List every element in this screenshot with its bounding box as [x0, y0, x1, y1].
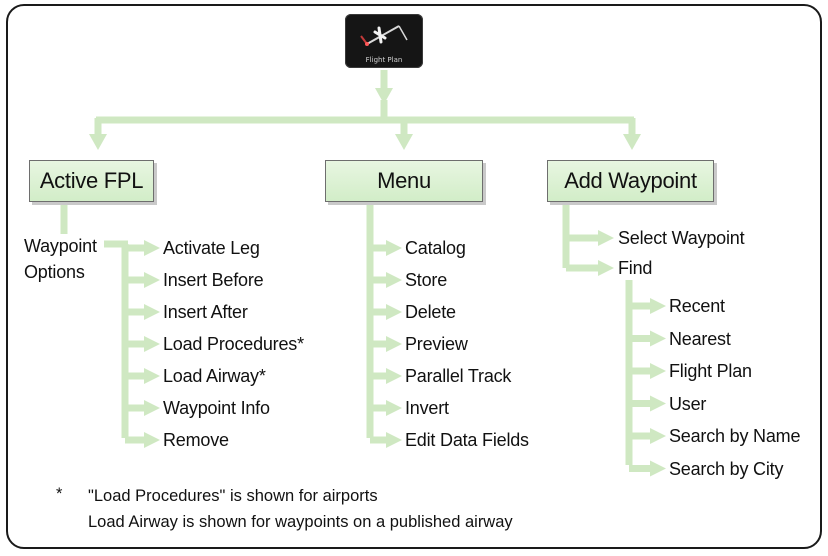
arrow-head [650, 395, 666, 412]
arrow-head [386, 432, 402, 448]
find-item[interactable]: Search by Name [669, 426, 801, 446]
waypoint-options-label: Waypoint [24, 236, 97, 256]
footnote-line-1: "Load Procedures" is shown for airports [88, 487, 378, 505]
arrow-head [386, 304, 402, 320]
arrow-head [144, 432, 160, 448]
waypoint-option-item[interactable]: Waypoint Info [163, 398, 270, 418]
waypoint-option-item[interactable]: Insert After [163, 302, 248, 322]
menu-item[interactable]: Store [405, 270, 448, 290]
menu-item[interactable]: Preview [405, 334, 468, 354]
arrow-head [375, 88, 393, 104]
arrow-head [386, 400, 402, 416]
arrow-head [386, 272, 402, 288]
arrow-head [144, 240, 160, 256]
footnote-marker: * [56, 485, 63, 503]
menu-item[interactable]: Parallel Track [405, 366, 512, 386]
find-item[interactable]: User [669, 393, 707, 414]
arrow-head [598, 260, 614, 276]
add-waypoint-item[interactable]: Select Waypoint [618, 228, 745, 248]
arrow-head [89, 134, 107, 150]
airplane-icon [360, 25, 408, 46]
menu-item[interactable]: Edit Data Fields [405, 430, 529, 450]
arrow-head [650, 363, 666, 379]
menu-item[interactable]: Catalog [405, 238, 466, 258]
menu-item[interactable]: Delete [405, 302, 456, 322]
menu-box[interactable]: Menu [325, 160, 483, 202]
icon-caption: Flight Plan [365, 56, 403, 64]
arrow-head [650, 298, 666, 314]
footnote-line-2: Load Airway is shown for waypoints on a … [88, 513, 513, 531]
arrow-head [623, 134, 641, 150]
arrow-head [386, 240, 402, 256]
arrow-head [395, 134, 413, 150]
waypoint-options-label-2: Options [24, 262, 85, 282]
arrow-head [386, 336, 402, 352]
arrow-head [650, 330, 666, 347]
active-fpl-box[interactable]: Active FPL [29, 160, 154, 202]
waypoint-option-item[interactable]: Load Procedures* [163, 334, 304, 354]
find-item[interactable]: Search by City [669, 458, 784, 479]
waypoint-option-item[interactable]: Remove [163, 430, 229, 450]
add-waypoint-item[interactable]: Find [618, 258, 653, 278]
arrow-head [144, 304, 160, 320]
find-item[interactable]: Flight Plan [669, 361, 752, 381]
waypoint-option-item[interactable]: Insert Before [163, 270, 264, 290]
waypoint-option-item[interactable]: Load Airway* [163, 366, 266, 386]
add-waypoint-box[interactable]: Add Waypoint [547, 160, 714, 202]
arrow-head [144, 336, 160, 352]
arrow-head [144, 272, 160, 288]
arrow-head [650, 460, 666, 477]
arrow-head [650, 428, 666, 444]
waypoint-option-item[interactable]: Activate Leg [163, 238, 260, 258]
arrow-head [144, 400, 160, 416]
find-item[interactable]: Nearest [669, 328, 731, 349]
arrow-head [144, 368, 160, 384]
menu-item[interactable]: Invert [405, 398, 449, 418]
find-item[interactable]: Recent [669, 296, 725, 316]
arrow-head [598, 230, 614, 246]
arrow-head [386, 368, 402, 384]
flight-plan-icon[interactable]: Flight Plan [345, 14, 423, 68]
